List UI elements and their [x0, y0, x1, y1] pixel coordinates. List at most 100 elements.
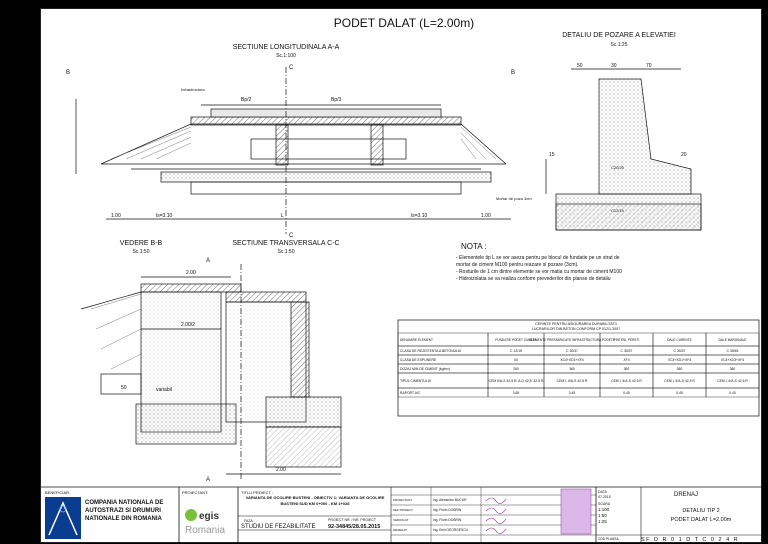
table-cell: TIPUL CIMENTULUI	[400, 379, 431, 383]
table-cell: DOZAJ MIN DE CIMENT (kg/mc)	[400, 367, 450, 371]
long-section-drawing	[75, 67, 511, 234]
table-cell: 0.45	[676, 391, 683, 395]
scale-label: SCARA	[598, 502, 611, 506]
table-cell: 380	[677, 367, 683, 371]
durability-table: CERINTE PENTRU ASIGURAREA DURABILITATII …	[397, 319, 760, 417]
label-c2025: C20/25	[611, 165, 625, 170]
signature-1	[485, 497, 507, 504]
dim-l: L	[281, 213, 284, 219]
sheet-title: PODET DALAT (L=2.00m)	[334, 16, 474, 30]
dim-30: 30	[611, 63, 617, 69]
scale-1: 1:100	[598, 507, 610, 512]
dim-310-left: ls=3.10	[156, 213, 172, 219]
notes-block: NOTA : - Elementele tip L se vor aseza p…	[456, 242, 622, 282]
table-cell: CEM I, II/A-S 42,5 R	[717, 379, 748, 383]
table-cell: 380	[730, 367, 736, 371]
title-block: BENEFICIAR: egis Romania PROIECTANT: TIT…	[41, 486, 763, 544]
long-section-scale: Sc.1:100	[276, 53, 296, 59]
role-4: DESENAT	[393, 528, 407, 532]
designer-country: Romania	[185, 525, 225, 536]
table-header: DALE MARGINALE	[719, 338, 747, 342]
table-header: ELEMENTE PREFABRICATE INFRASTRUCTURA POD…	[529, 338, 615, 342]
code-label: COD PLANSA:	[598, 537, 620, 541]
detail-scale: Sc.1:25	[611, 42, 628, 48]
section-a-mark-bottom: A	[206, 477, 210, 483]
table-cell: 0.45	[569, 391, 576, 395]
table-header: DENUMIRE ELEMENT	[400, 338, 433, 342]
table-cell-border	[705, 387, 760, 398]
table-cell: C 30/37	[621, 349, 633, 353]
project-label: TITLU PROIECT :	[241, 490, 273, 495]
note-line-2: mortar de ciment M100 pentru reazare si …	[456, 262, 579, 268]
dim-bp2: Bp/2	[241, 97, 252, 103]
scale-3: 1:25	[598, 519, 607, 524]
role-1: PROIECTANT	[393, 498, 412, 502]
table-cell: 0.45	[623, 391, 630, 395]
name-1: ing. Alexandru BUCUR	[433, 498, 467, 502]
table-cell: X0	[514, 358, 518, 362]
note-line-4: - Hidroizolatia se va realiza conform pr…	[456, 276, 611, 282]
dim-15: 15	[549, 152, 555, 158]
table-cell: 260	[513, 367, 519, 371]
project-no: 92-34845/28.05.2015	[328, 524, 380, 530]
table-cell: 360	[624, 367, 630, 371]
table-cell: C 12/15	[510, 349, 522, 353]
table-cell: 0.40	[729, 391, 736, 395]
table-cell: CLASA DE EXPUNERE	[400, 358, 437, 362]
role-2: SEF PROIECT	[393, 508, 413, 512]
egis-logo: egis Romania	[185, 509, 225, 536]
table-caption-1: CERINTE PENTRU ASIGURAREA DURABILITATII	[535, 322, 617, 326]
cross-section-drawing	[225, 264, 342, 479]
dim-2002: 2.00/2	[181, 322, 195, 328]
section-a-mark-top: A	[206, 258, 210, 264]
beneficiary-name: COMPANIA NATIONALA DE AUTOSTRAZI SI DRUM…	[85, 500, 164, 522]
label-infrastructure: Infrastructura	[181, 87, 205, 92]
project-title: VARIANTA DE OCOLIRE BUSTENI - OBIECTIV 1…	[245, 495, 385, 506]
table-cell: 0.65	[513, 391, 520, 395]
dim-bp3: Bp/3	[331, 97, 342, 103]
table-header: DALE CURENTE	[667, 338, 692, 342]
table-header: PINTENI, PERETI	[614, 338, 640, 342]
table-cell: CEM I, II/A-S 42,5 R	[557, 379, 588, 383]
drawing-code: SF D R 0 1 D T C 0 2 4 R	[641, 537, 739, 543]
table-cell: CEM II/A-S 42,5 R; A-D 42,5; 32,5 R	[489, 379, 544, 383]
dim-100-left: 1.00	[111, 213, 121, 219]
project-no-label: PROIECT NR. / NR. PROIECT	[328, 518, 377, 522]
role-3: VERIFICAT	[393, 518, 409, 522]
table-cell: CEM I, II/A-S 42,5 R	[611, 379, 642, 383]
section-b-mark-right: B	[511, 70, 515, 76]
dim-100-right: 1.00	[481, 213, 491, 219]
drawing-sheet: PODET DALAT (L=2.00m) SECTIUNE LONGITUDI…	[40, 8, 763, 544]
technical-drawing: PODET DALAT (L=2.00m) SECTIUNE LONGITUDI…	[41, 16, 763, 544]
dim-200-top: 2.00	[186, 270, 196, 276]
designer-label: PROIECTANT:	[182, 490, 208, 495]
table-cell: XC4+XD1+XF4	[560, 358, 583, 362]
section-c-mark-top: C	[289, 65, 294, 71]
signature-4	[485, 527, 507, 534]
phase: STUDIU DE FEZABILITATE	[241, 524, 315, 530]
table-cell: XC4+XD1+XF4	[668, 358, 691, 362]
section-c-mark-bottom: C	[289, 233, 294, 239]
table-cell: CEM I, II/A-S 42,5 R	[664, 379, 695, 383]
dim-50-bb: 50	[121, 385, 127, 391]
table-cell: C 35/45	[727, 349, 739, 353]
table-cell: C 30/37	[674, 349, 686, 353]
date: 07.2015	[598, 495, 611, 499]
drawing-title-2: PODET DALAT L=2.00m	[671, 517, 732, 523]
view-bb-title: VEDERE B-B	[120, 240, 163, 247]
label-variabil: variabil	[156, 387, 172, 393]
label-mortar: Mortar de poza 3cm	[496, 196, 532, 201]
section-b-mark-left: B	[66, 70, 70, 76]
name-2: ing. Florin DOBRIN	[433, 508, 462, 512]
dim-50: 50	[577, 63, 583, 69]
signature-2	[485, 507, 507, 514]
label-c1215: C12/15	[611, 208, 625, 213]
name-4: ing. Emil GEORGESCU	[433, 528, 469, 532]
name-3: ing. Florin DOBRIN	[433, 518, 462, 522]
phase-label: FAZA:	[244, 519, 254, 523]
long-section-title: SECTIUNE LONGITUDINALA A-A	[233, 44, 340, 51]
signature-3	[485, 517, 507, 524]
cross-section-scale: Sc.1:50	[278, 249, 295, 255]
egis-logo-text: egis	[199, 511, 219, 522]
